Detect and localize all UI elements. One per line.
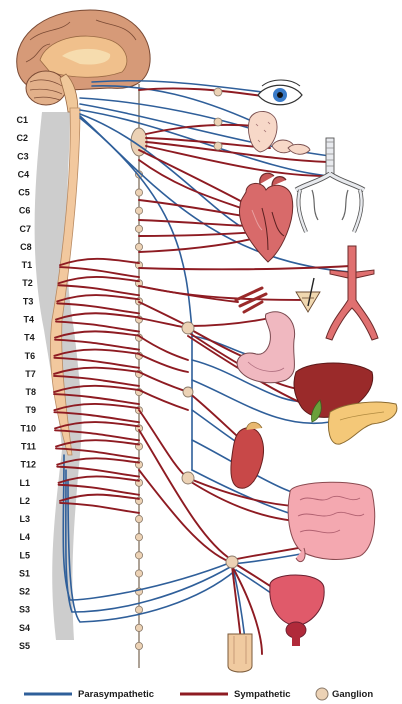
spinal-level-label: C6 [19, 206, 31, 216]
spinal-level-label: T12 [20, 460, 36, 470]
spinal-level-label: L4 [19, 532, 30, 542]
spinal-level-label: L2 [19, 496, 30, 506]
trunk-ganglion [135, 243, 142, 250]
legend-sympathetic-label: Sympathetic [234, 689, 291, 700]
blood-vessel-icon [326, 246, 378, 340]
pancreas-icon [328, 402, 396, 444]
trunk-ganglion [135, 570, 142, 577]
sympathetic-preganglionic-fiber [60, 259, 139, 265]
trunk-ganglion [135, 515, 142, 522]
spinal-level-label: T10 [20, 423, 36, 433]
spinal-level-label: L1 [19, 478, 30, 488]
spinal-level-label: S4 [19, 623, 30, 633]
spinal-level-label: C2 [16, 133, 28, 143]
sympathetic-preganglionic-fiber [59, 285, 139, 295]
spinal-level-label: T3 [23, 296, 34, 306]
spinal-level-label: T1 [22, 260, 33, 270]
trunk-ganglion [135, 552, 142, 559]
trunk-ganglion [135, 534, 142, 541]
spinal-level-label: C5 [18, 188, 30, 198]
spinal-level-label: C4 [18, 169, 30, 179]
trunk-ganglion [135, 606, 142, 613]
spinal-level-label: C3 [17, 151, 29, 161]
spinal-level-label: S2 [19, 587, 30, 597]
spinal-level-label: S1 [19, 568, 30, 578]
trunk-ganglion [135, 624, 142, 631]
sympathetic-preganglionic-fiber [59, 277, 139, 283]
bladder-icon [270, 575, 324, 646]
spinal-level-label: S3 [19, 605, 30, 615]
eye-icon [258, 80, 302, 105]
spinal-level-label: T8 [25, 387, 36, 397]
heart-icon [239, 173, 292, 262]
trunk-ganglion [135, 207, 142, 214]
spinal-level-label: L3 [19, 514, 30, 524]
spinal-level-label: T9 [25, 405, 36, 415]
genitals-icon [228, 634, 252, 672]
legend-parasympathetic-label: Parasympathetic [78, 689, 154, 700]
kidney-icon [231, 422, 263, 488]
trunk-ganglion [135, 189, 142, 196]
hair-follicle-icon [296, 278, 320, 312]
trunk-ganglion [135, 225, 142, 232]
spinal-level-labels: C1C2C3C4C5C6C7C8T1T2T3T4T4T6T7T8T9T10T11… [16, 115, 36, 651]
spinal-level-label: C8 [20, 242, 32, 252]
intestines-icon [288, 482, 375, 561]
spinal-level-label: C1 [16, 115, 28, 125]
spinal-level-label: S5 [19, 641, 30, 651]
trunk-ganglion [135, 642, 142, 649]
legend-ganglion-swatch [316, 688, 328, 700]
legend-ganglion-label: Ganglion [332, 689, 373, 700]
spinal-level-label: T4 [23, 315, 34, 325]
spinal-level-label: T2 [22, 278, 33, 288]
legend: Parasympathetic Sympathetic Ganglion [24, 688, 373, 700]
sympathetic-preganglionic-fiber [60, 267, 139, 277]
spinal-level-label: T6 [25, 351, 36, 361]
spinal-level-label: C7 [19, 224, 31, 234]
spinal-level-label: T7 [25, 369, 36, 379]
spinal-level-label: T11 [21, 441, 36, 451]
spinal-level-label: T4 [24, 333, 35, 343]
brain [17, 10, 150, 112]
spinal-level-label: L5 [19, 550, 30, 560]
parotid-gland-icon [272, 140, 310, 154]
